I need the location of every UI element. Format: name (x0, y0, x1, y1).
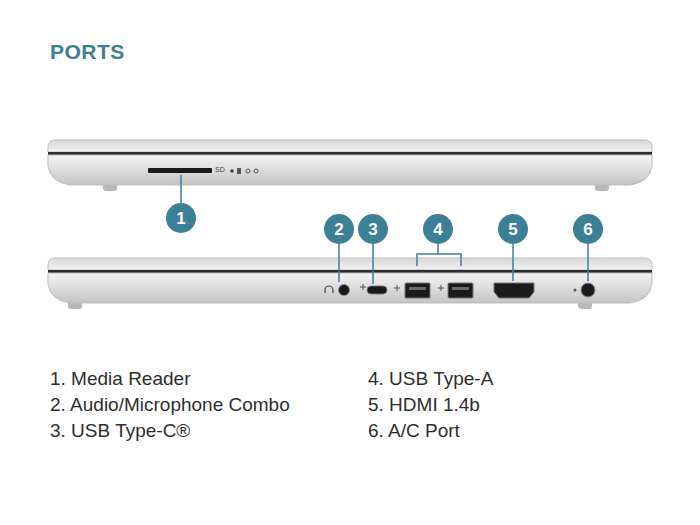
callout-circle: 5 (498, 214, 528, 244)
hdmi-port (494, 283, 534, 298)
port-list-item: 3. USB Type-C® (50, 420, 190, 443)
usb-symbol (360, 284, 366, 290)
leader-line (587, 244, 589, 281)
port-list-item: 6. A/C Port (368, 420, 460, 443)
indicator-icon (254, 169, 258, 173)
usb-symbol (438, 285, 444, 291)
callout-circle: 3 (358, 214, 388, 244)
laptop-base (48, 155, 652, 185)
port-list-item: 2. Audio/Microphone Combo (50, 394, 290, 417)
leader-bracket (417, 244, 461, 266)
laptop-lid (48, 258, 652, 270)
power-led (574, 289, 577, 292)
leader-line (372, 244, 374, 284)
usb-a-port (448, 283, 473, 298)
slot-label: SD (215, 166, 225, 174)
callout-number: 6 (583, 221, 592, 238)
usb-c-port (367, 286, 387, 294)
leader-line (338, 244, 340, 282)
laptop-lid (48, 140, 652, 152)
callout-number: 1 (176, 210, 185, 227)
callout-number: 3 (368, 221, 377, 238)
callout-circle: 6 (573, 214, 603, 244)
callout-circle: 1 (166, 203, 196, 233)
callout-number: 2 (334, 221, 343, 238)
usb-symbol (394, 285, 400, 291)
usb-a-port (405, 283, 430, 298)
callout-number: 4 (433, 221, 442, 238)
callout-circle: 2 (324, 214, 354, 244)
port-list-item: 5. HDMI 1.4b (368, 394, 480, 417)
laptop-base (48, 273, 652, 303)
indicator-icon (246, 169, 250, 173)
ac-port (581, 283, 595, 297)
audio-jack (339, 285, 350, 296)
port-list-item: 4. USB Type-A (368, 368, 493, 391)
laptop-side (48, 258, 652, 309)
callout-circle: 4 (423, 214, 453, 244)
laptop-front (48, 140, 652, 191)
leader-line (512, 244, 514, 281)
leader-lines (181, 175, 588, 284)
usb-a-tongue (452, 287, 469, 290)
port-list-item: 1. Media Reader (50, 368, 190, 391)
usb-a-tongue (409, 287, 426, 290)
indicator-dot (230, 169, 234, 173)
callout-number: 5 (508, 221, 517, 238)
headphone-icon (325, 286, 333, 293)
sd-slot (148, 168, 212, 173)
leader-line (180, 175, 182, 203)
title: PORTS (50, 40, 125, 64)
indicator-icon (237, 168, 241, 174)
